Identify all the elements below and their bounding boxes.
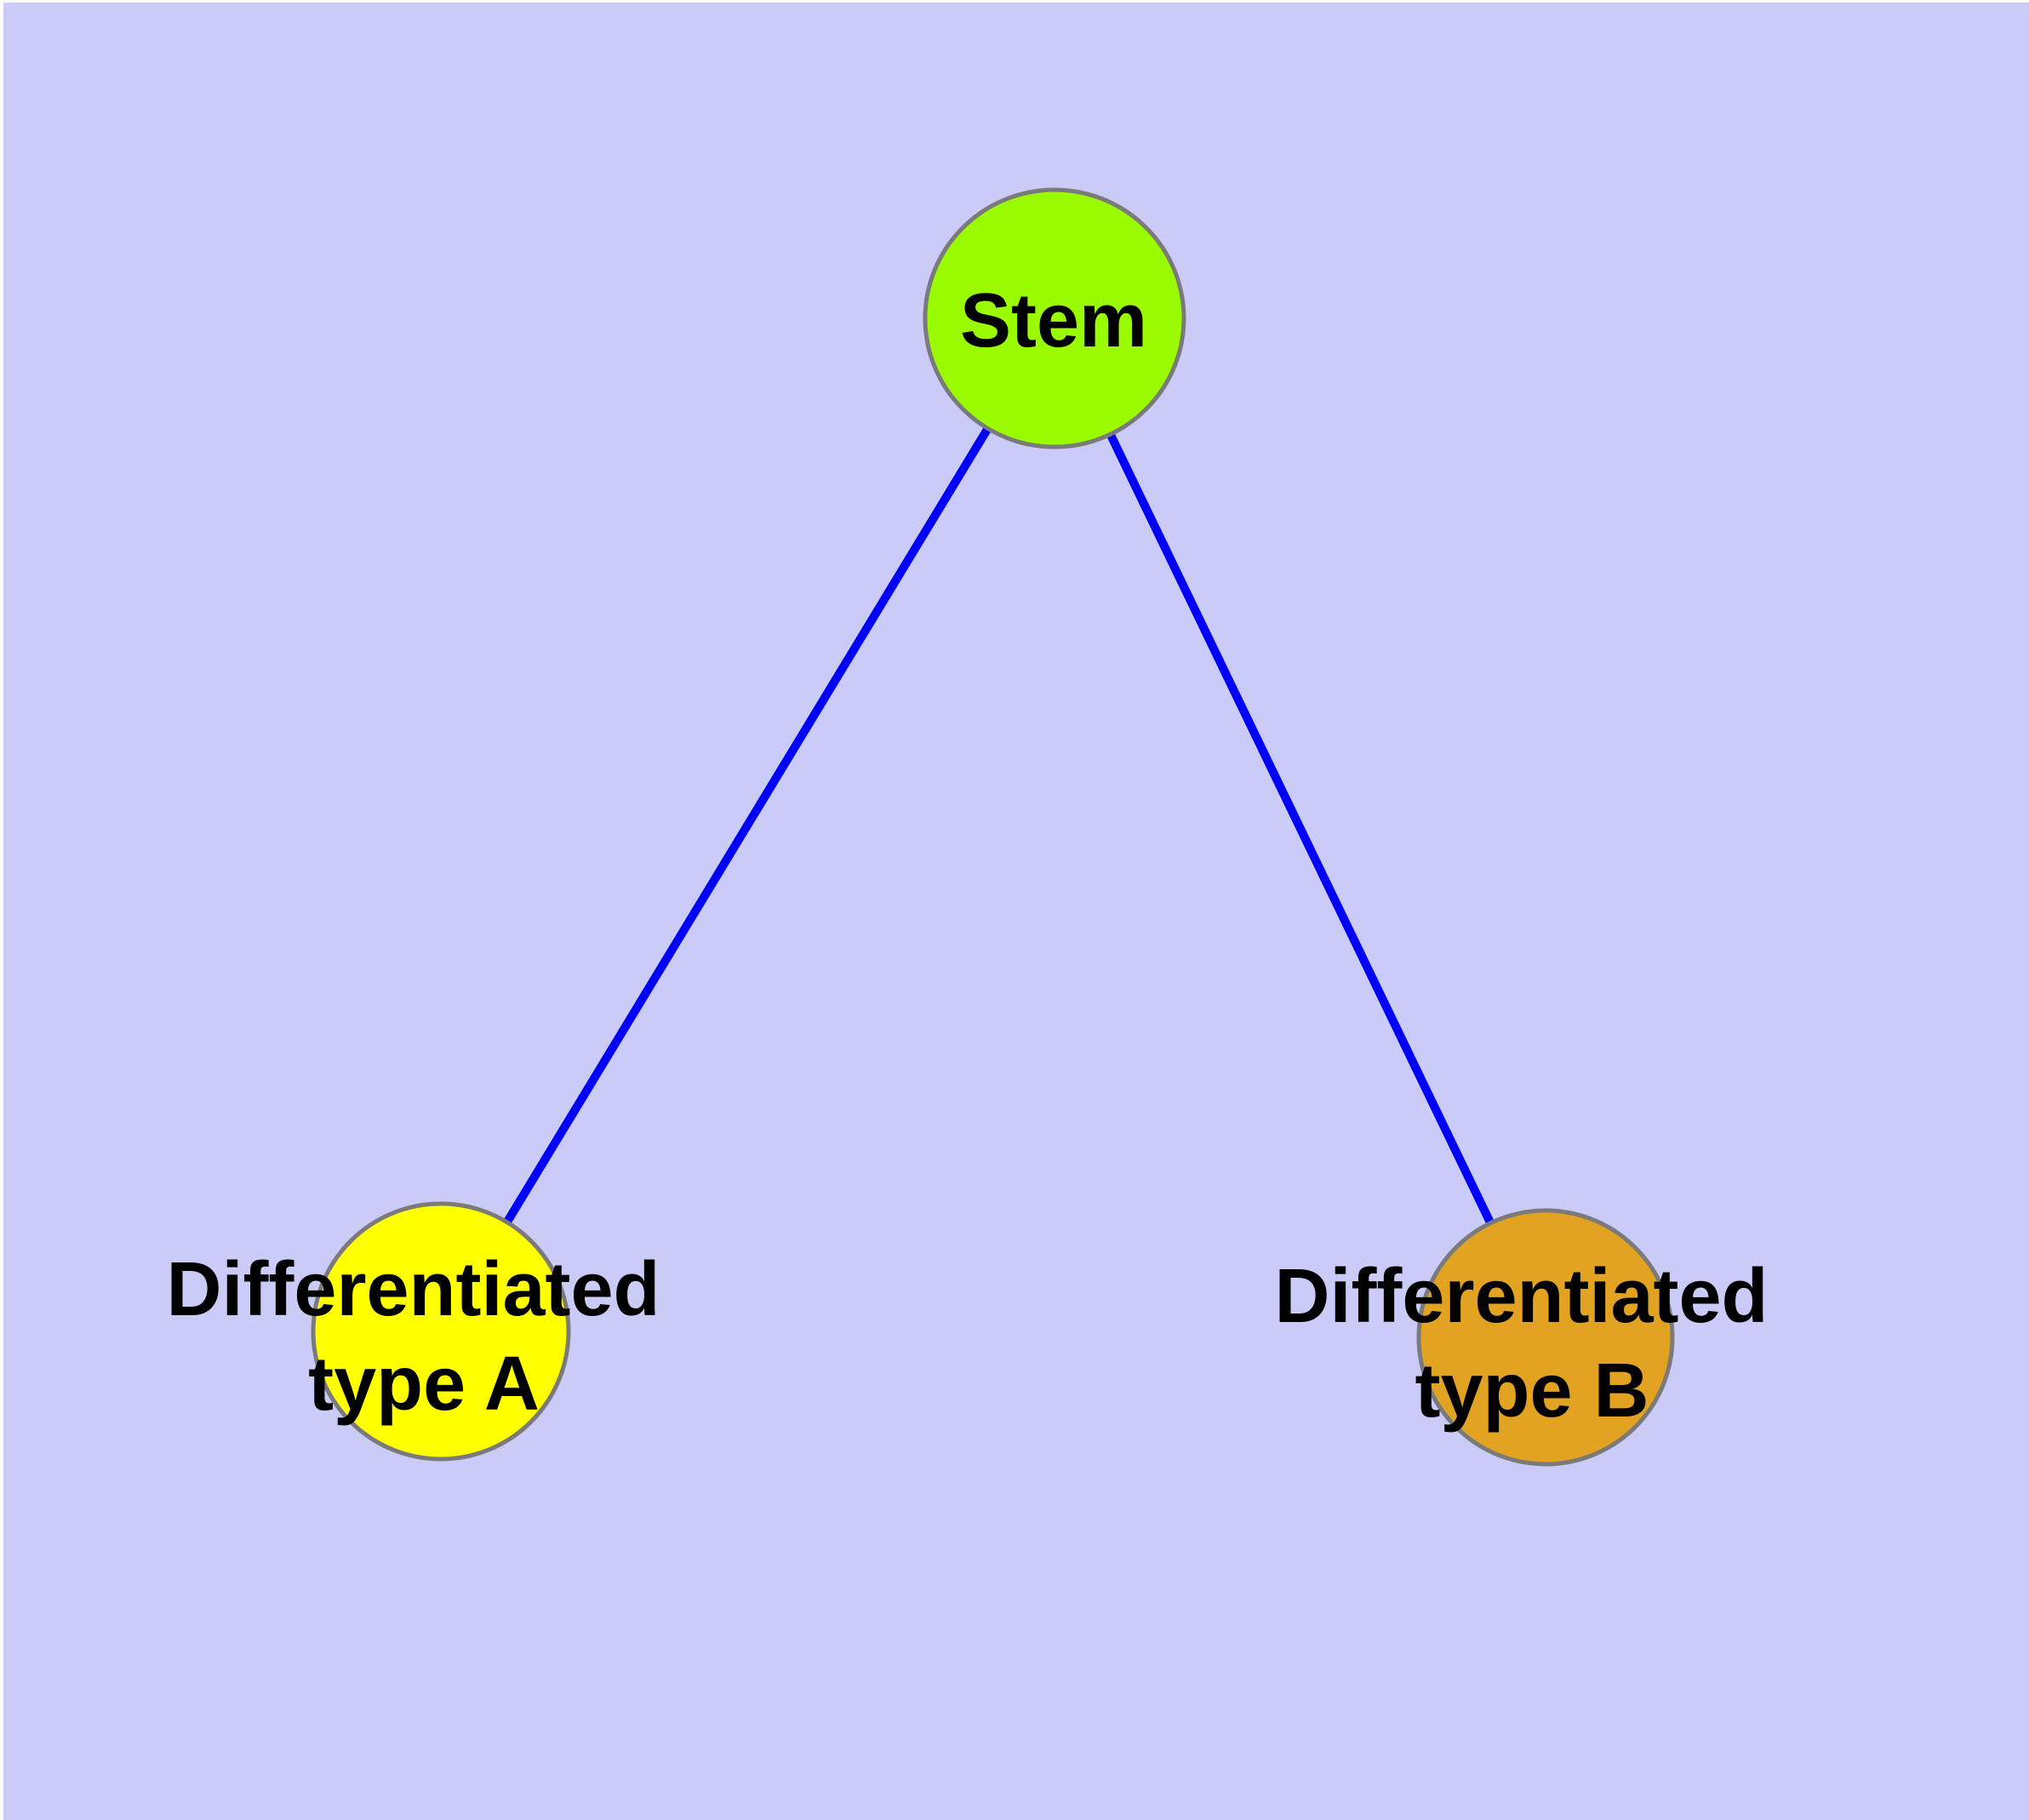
node-label-differentiated-type-b-line1: Differentiated (1274, 1254, 1768, 1339)
node-labels: Stem Differentiated type A Differentiate… (166, 278, 1789, 1434)
edge-stem-to-type-b (1050, 316, 1550, 1340)
node-stem (923, 187, 1186, 449)
nodes (311, 187, 1675, 1467)
node-label-differentiated-type-a: Differentiated type A (166, 1247, 681, 1427)
node-label-differentiated-type-b-line2: type B (1415, 1348, 1649, 1434)
node-label-differentiated-type-a-line1: Differentiated (166, 1247, 660, 1332)
node-label-differentiated-type-a-line2: type A (308, 1342, 540, 1427)
node-label-differentiated-type-b: Differentiated type B (1274, 1254, 1789, 1434)
node-differentiated-type-a (311, 1201, 571, 1462)
edges (437, 316, 1550, 1340)
edge-stem-to-type-a (437, 316, 1059, 1334)
node-differentiated-type-b (1416, 1208, 1675, 1467)
node-label-stem: Stem (960, 278, 1147, 363)
